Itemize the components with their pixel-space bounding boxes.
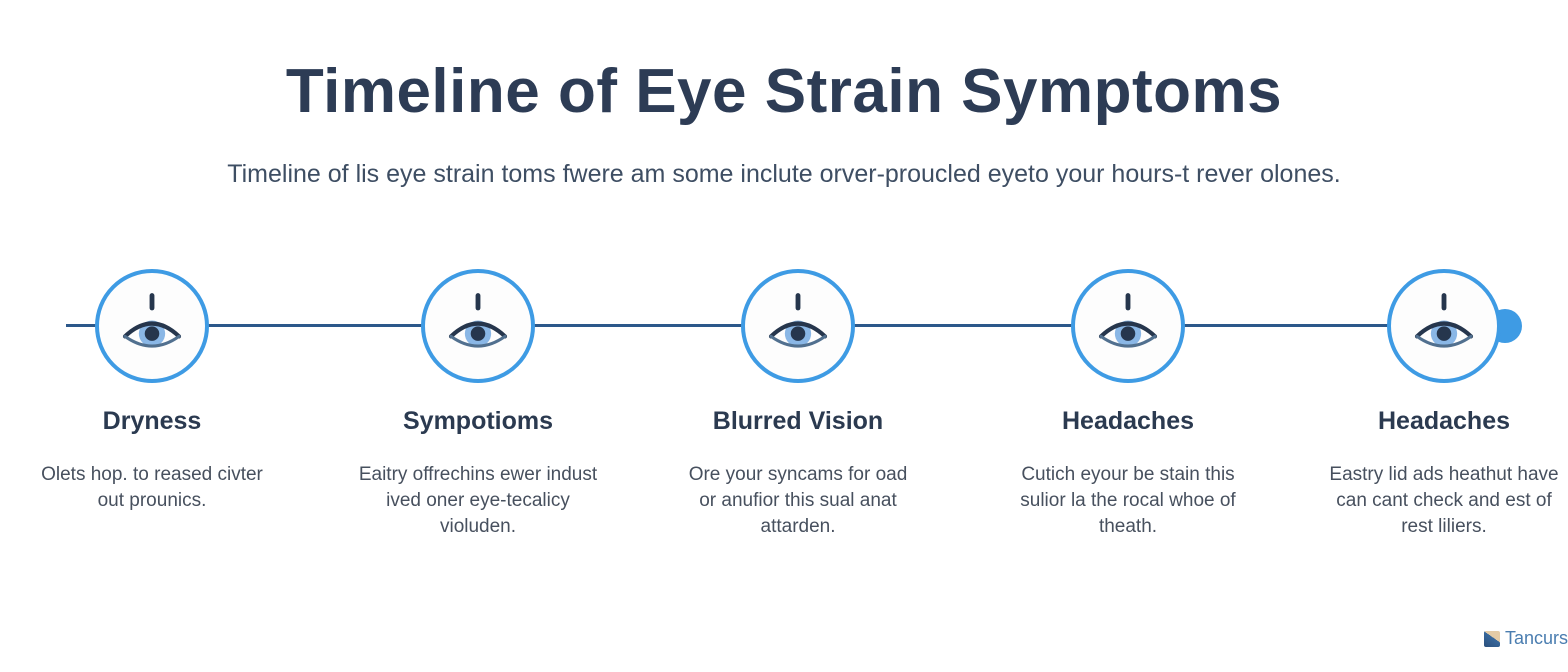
timeline-item-label: Headaches: [1377, 407, 1511, 435]
brand-name: Tancurs: [1505, 628, 1568, 648]
timeline-item: Sympotioms Eaitry offrechins ewer indust…: [338, 269, 618, 540]
brand-footer: Tancurs: [1484, 628, 1568, 649]
timeline-item: Headaches Eastry lid ads heathut have ca…: [1304, 269, 1568, 540]
brand-logo-icon: [1484, 630, 1500, 647]
timeline-item-description: Cutich eyour be stain this sulior la the…: [1020, 464, 1236, 537]
timeline-item-description: Eastry lid ads heathut have can cant che…: [1329, 464, 1559, 537]
eye-circle: [741, 269, 855, 383]
eye-circle: [1071, 269, 1185, 383]
timeline-item: Blurred Vision Ore your syncams for oad …: [658, 269, 938, 540]
timeline-item-description: Ore your syncams for oad or anufior this…: [688, 464, 908, 537]
timeline-item-label: Sympotioms: [402, 407, 554, 435]
eye-icon: [1098, 293, 1158, 348]
timeline-item: Headaches Cutich eyour be stain this sul…: [988, 269, 1268, 540]
eye-icon: [1414, 293, 1474, 348]
timeline-item-label: Headaches: [1061, 407, 1195, 435]
timeline-item-description: Eaitry offrechins ewer indust ived oner …: [358, 464, 598, 537]
timeline-item: Dryness Olets hop. to reased civter out …: [12, 269, 292, 514]
timeline-item-label: Blurred Vision: [712, 407, 884, 435]
timeline-item-description: Olets hop. to reased civter out prounics…: [41, 464, 263, 511]
timeline-item-label: Dryness: [102, 407, 202, 435]
eye-icon: [768, 293, 828, 348]
page-subtitle: Timeline of lis eye strain toms fwere am…: [227, 160, 1341, 188]
page-title: Timeline of Eye Strain Symptoms: [285, 57, 1283, 126]
eye-circle: [95, 269, 209, 383]
eye-icon: [122, 293, 182, 348]
eye-circle: [1387, 269, 1501, 383]
eye-circle: [421, 269, 535, 383]
eye-icon: [448, 293, 508, 348]
